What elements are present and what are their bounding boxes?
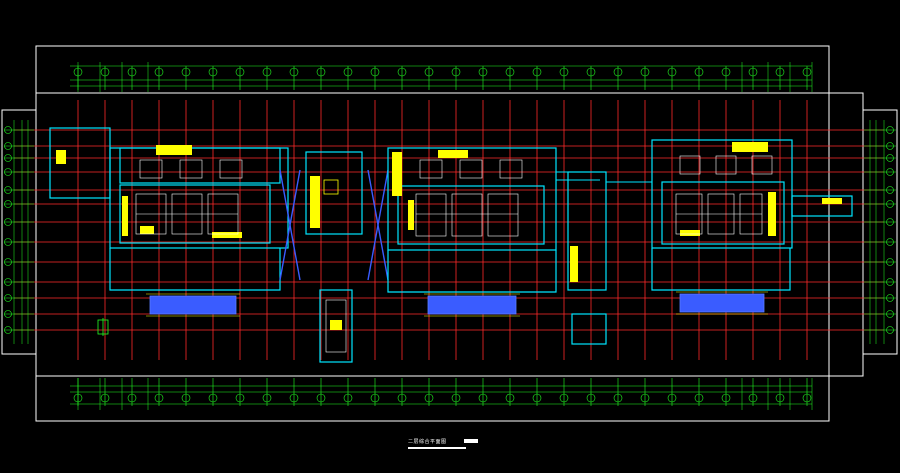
north-arrow-icon <box>97 318 109 336</box>
dimension-chain-top <box>70 62 813 92</box>
scale-bar-label <box>464 439 478 443</box>
building-block-left <box>49 127 289 317</box>
building-block-right <box>651 139 853 315</box>
central-core <box>279 151 389 363</box>
drawing-title-block: 二层综合平面图 <box>408 439 482 455</box>
title-underline <box>408 447 466 449</box>
corridor-link <box>556 171 652 183</box>
dimension-chain-bottom <box>70 378 813 410</box>
drawing-frames <box>1 45 898 422</box>
axis-bubbles <box>4 67 894 403</box>
drawing-title: 二层综合平面图 <box>408 439 447 445</box>
building-block-middle <box>387 147 607 345</box>
